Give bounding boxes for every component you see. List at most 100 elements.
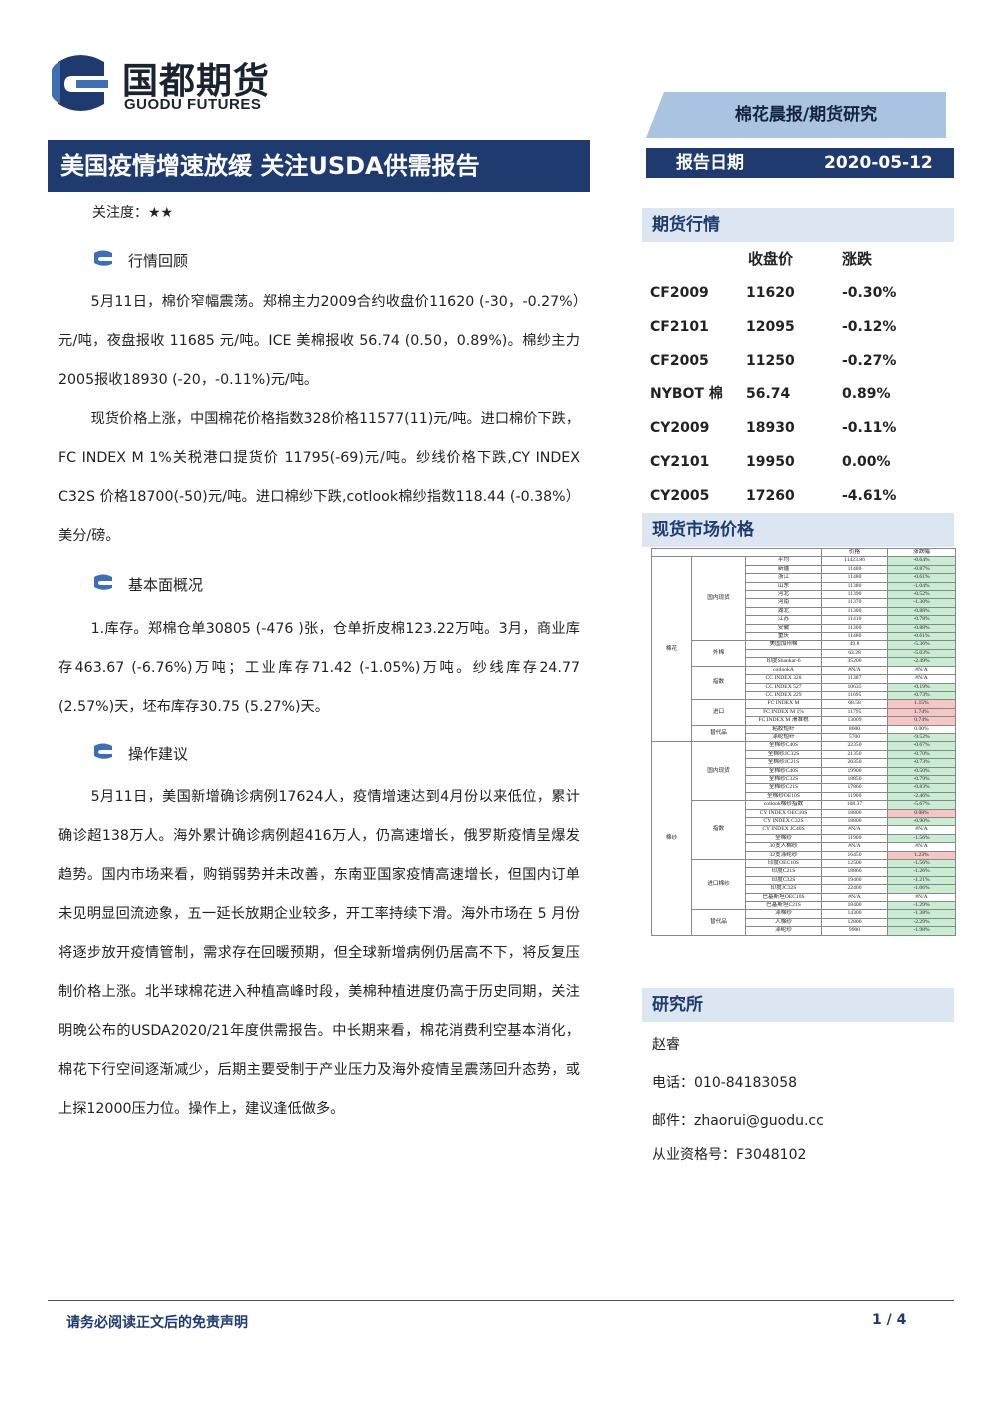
item-name-cell: FC INDEX M 滑准税 [745, 716, 822, 726]
item-name-cell: 印度JC32S [745, 884, 822, 894]
item-name-cell: 江苏 [745, 615, 822, 625]
item-name-cell: cotlookA [745, 665, 822, 676]
paragraph: 5月11日，棉价窄幅震荡。郑棉主力2009合约收盘价11620 (-30，-0.… [58, 294, 580, 388]
subgroup-name-cell: 进口棉纱 [691, 859, 746, 911]
attention-rating: 关注度：★★ [92, 205, 174, 221]
item-price-cell: 22400 [821, 884, 888, 894]
item-change-cell: -1.21% [887, 875, 956, 886]
item-price-cell: 68.58 [821, 699, 888, 709]
item-name-cell: 美国加州棉 [745, 640, 822, 650]
item-price-cell: 19460 [821, 875, 888, 886]
futures-section-title: 期货行情 [652, 215, 720, 235]
item-name-cell: 全棉纱C40S [745, 766, 822, 776]
table-row: CY INDEX JC40S#N/A#N/A [652, 825, 956, 835]
section-bullet-icon [92, 574, 114, 590]
item-change-cell: -1.56% [887, 859, 956, 869]
report-title: 美国疫情增速放缓 关注USDA供需报告 [60, 152, 480, 180]
item-name-cell: 涤纶短纤 [745, 732, 822, 743]
item-change-cell: -0.19% [887, 682, 956, 692]
item-price-cell: 11400 [821, 564, 888, 575]
item-price-cell: 8600 [821, 724, 888, 734]
item-price-cell: 11480 [821, 573, 888, 583]
item-change-cell: -0.83% [887, 783, 956, 793]
report-type-banner [646, 92, 946, 138]
item-price-cell: 18800 [821, 816, 888, 827]
analyst-name: 赵睿 [652, 1037, 680, 1053]
col-close-header: 收盘价 [748, 250, 794, 268]
item-name-cell: 30支人棉纱 [745, 842, 822, 852]
item-price-cell: 12800 [821, 917, 888, 928]
item-change-cell: 0.74% [887, 716, 956, 726]
item-change-cell: -0.67% [887, 741, 956, 751]
item-change-cell: -0.90% [887, 816, 956, 827]
futures-section-header [642, 208, 954, 242]
item-name-cell: 印度OEC10S [745, 859, 822, 869]
item-name-cell: 新疆 [745, 564, 822, 575]
item-price-cell: 21350 [821, 749, 888, 760]
item-price-cell: 11300 [821, 606, 888, 617]
item-change-cell: -0.88% [887, 606, 956, 617]
item-name-cell: CY INDEX OEC10S [745, 808, 822, 819]
futures-table-header: 收盘价 涨跌 [650, 246, 950, 272]
item-name-cell: 浙江 [745, 573, 822, 583]
contract-name: CY2101 [650, 454, 710, 470]
item-name-cell: 河南 [745, 598, 822, 608]
item-price-cell: 17860 [821, 783, 888, 793]
item-price-cell: #N/A [821, 892, 888, 903]
item-price-cell: 11410 [821, 615, 888, 625]
item-change-cell: -0.88% [887, 623, 956, 634]
col-change-header: 涨跌 [842, 250, 873, 268]
subgroup-name-cell: 替代品 [691, 724, 746, 743]
close-price: 12095 [746, 318, 795, 335]
item-change-cell: -1.56% [887, 833, 956, 844]
fundamentals-text: 1.库存。郑棉仓单30805 (-476 )张，仓单折皮棉123.22万吨。3月… [58, 610, 580, 727]
item-change-cell: 1.23% [887, 850, 956, 861]
price-change: -0.27% [842, 352, 897, 369]
item-price-cell: #N/A [821, 825, 888, 835]
company-logo-icon [50, 52, 112, 114]
item-price-cell: 108.37 [821, 800, 888, 810]
section-bullet-icon [92, 743, 114, 759]
item-change-cell: -0.52% [887, 590, 956, 600]
item-change-cell: -1.26% [887, 867, 956, 877]
close-price: 18930 [746, 420, 795, 437]
item-price-cell: 20350 [821, 758, 888, 768]
subgroup-name-cell: 指数 [691, 800, 746, 861]
analyst-email[interactable]: 邮件：zhaorui@guodu.cc [652, 1113, 824, 1129]
section-bullet-icon [92, 250, 114, 266]
item-name-cell: CC INDEX 328 [745, 674, 822, 684]
item-name-cell: 印度C21S [745, 867, 822, 877]
price-change: -4.61% [842, 487, 897, 504]
item-change-cell: -0.61% [887, 632, 956, 642]
close-price: 11250 [746, 352, 795, 369]
item-name-cell: CY INDEX JC40S [745, 825, 822, 835]
item-name-cell: 全棉纱 [745, 833, 822, 844]
price-change: -0.11% [842, 420, 897, 437]
item-change-cell: -0.73% [887, 758, 956, 768]
paragraph: 现货价格上涨，中国棉花价格指数328价格11577(11)元/吨。进口棉价下跌，… [58, 411, 580, 544]
section-title-fundamentals: 基本面概况 [128, 576, 204, 594]
item-name-cell: 山东 [745, 581, 822, 592]
contract-name: CY2005 [650, 487, 710, 504]
item-price-cell: 11370 [821, 598, 888, 608]
subgroup-name-cell: 外棉 [691, 640, 746, 667]
item-name-cell: 安徽 [745, 623, 822, 634]
subgroup-name-cell: 国内现货 [691, 741, 746, 802]
